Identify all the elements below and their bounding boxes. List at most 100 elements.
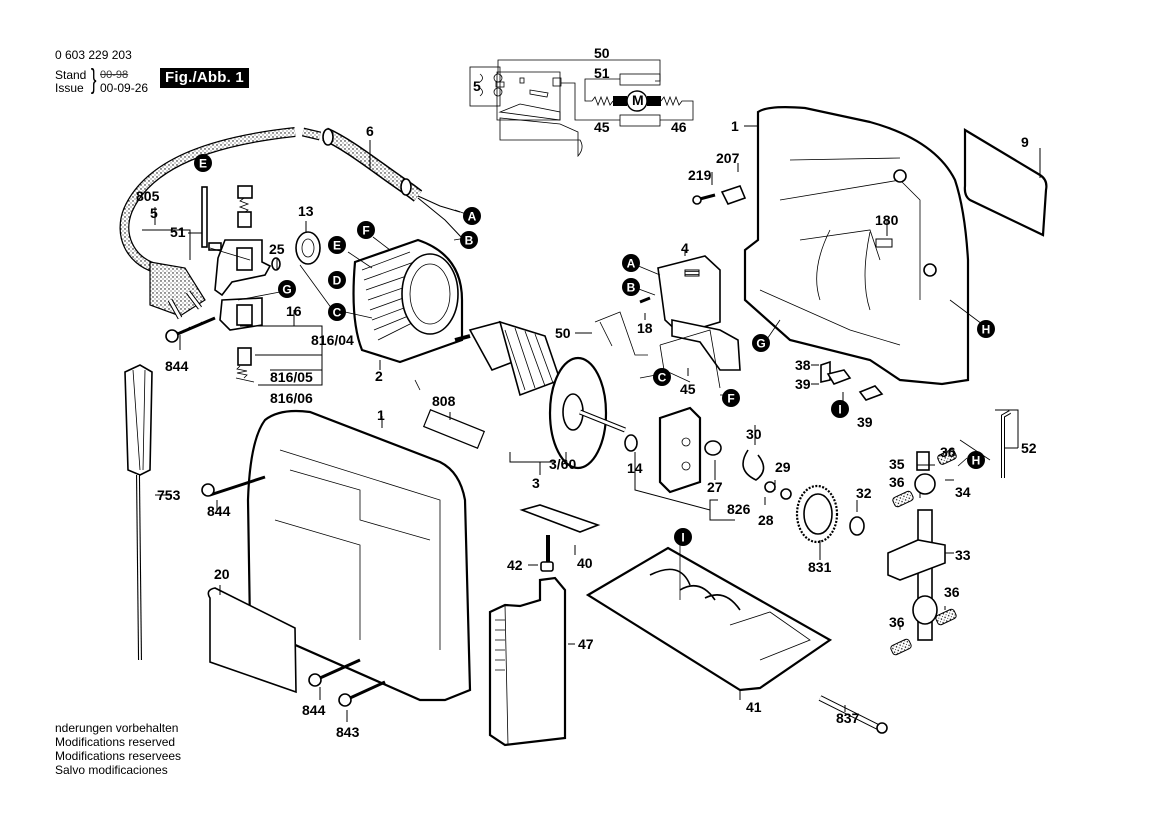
label-part-40: 40 [577,555,593,571]
bubble-B-cord: B [460,231,478,249]
label-part-844-a: 844 [165,358,189,374]
svg-text:I: I [838,403,841,417]
plug-body [149,261,206,317]
bubble-A-cord: A [463,207,481,225]
part-number: 0 603 229 203 [55,48,132,62]
label-part-36-d: 36 [889,614,905,630]
brace-glyph: } [90,63,97,94]
label-part-207: 207 [716,150,740,166]
label-part-16: 16 [286,303,302,319]
label-part-27: 27 [707,479,723,495]
schematic-label-50: 50 [594,45,610,61]
bubble-E-stator: E [328,236,346,254]
bubble-I-housing: I [831,400,849,418]
wire-51-part [201,186,208,248]
svg-text:D: D [333,274,342,288]
bubble-A-switch: A [622,254,640,272]
label-part-816-05: 816/05 [270,369,313,385]
label-part-45: 45 [680,381,696,397]
label-part-180: 180 [875,212,899,228]
bubble-G-housing: G [752,334,770,352]
nameplate-9 [963,128,1048,237]
footer-line-fr: Modifications reservees [55,749,182,763]
issue-date: 00-09-26 [100,81,149,95]
label-part-51: 51 [170,224,186,240]
wire-51 [584,78,620,102]
label-part-4: 4 [681,240,689,256]
bubble-C-switch: C [653,368,671,386]
housing-right-half [692,106,970,401]
svg-text:A: A [627,257,636,271]
bubble-H-housing: H [977,320,995,338]
label-part-39-b: 39 [857,414,873,430]
footer-line-de: nderungen vorbehalten [55,721,179,735]
eccentric-gear-831 [795,484,865,544]
label-part-805: 805 [136,188,160,204]
label-part-219: 219 [688,167,712,183]
svg-text:G: G [756,337,765,351]
label-part-2: 2 [375,368,383,384]
label-part-1-front: 1 [377,407,385,423]
issue-label: Issue [55,81,84,95]
label-part-36-c: 36 [944,584,960,600]
cover-20 [207,587,297,694]
connector-bubbles: E E D C F G A B A B C F G H H I I [194,154,995,546]
svg-text:H: H [982,323,991,337]
label-part-3-60: 3/60 [549,456,576,472]
svg-text:E: E [199,157,207,171]
label-part-36-b: 36 [889,474,905,490]
label-part-34: 34 [955,484,971,500]
label-part-38: 38 [795,357,811,373]
label-part-41: 41 [746,699,762,715]
label-part-816-04: 816/04 [311,332,354,348]
label-part-6: 6 [366,123,374,139]
footer-line-es: Salvo modificaciones [55,763,168,777]
label-part-13: 13 [298,203,314,219]
leader-lines [142,125,1041,722]
switch [594,255,741,389]
guard-47 [488,576,567,747]
label-part-844-c: 844 [302,702,326,718]
footer-line-en: Modifications reserved [55,735,176,749]
svg-text:C: C [333,306,342,320]
label-808 [422,409,486,449]
svg-text:G: G [282,283,291,297]
schematic-label-5: 5 [473,78,481,94]
footer-disclaimer: nderungen vorbehalten Modifications rese… [55,721,181,777]
svg-text:H: H [972,454,981,468]
label-part-831: 831 [808,559,832,575]
label-part-36-a: 36 [940,444,956,460]
screwdriver-753 [124,364,153,661]
label-part-20: 20 [214,566,230,582]
label-part-29: 29 [775,459,791,475]
bubble-E-cord: E [194,154,212,172]
armature [454,320,626,470]
label-part-32: 32 [856,485,872,501]
base-plate-41 [585,546,888,734]
field-coil-left [591,95,614,107]
bubble-F-switch: F [722,389,740,407]
label-part-837: 837 [836,710,860,726]
schematic-brush-lower [619,114,661,127]
label-part-14: 14 [627,460,643,476]
schematic-plug-block [469,66,501,107]
label-part-3: 3 [532,475,540,491]
label-part-50: 50 [555,325,571,341]
label-part-753: 753 [157,487,181,503]
wiring-schematic: 50 51 5 M 45 46 [469,45,694,158]
svg-text:B: B [627,281,636,295]
bubble-I-base: I [674,528,692,546]
wire-50 [497,59,661,82]
svg-text:C: C [658,371,667,385]
schematic-terminal-2 [493,87,503,97]
label-part-808: 808 [432,393,456,409]
label-part-5: 5 [150,205,158,221]
bubble-C-stator: C [328,303,346,321]
svg-text:F: F [727,392,734,406]
bubble-F-stator: F [357,221,375,239]
wire-45 [561,82,620,121]
blade-clamp-40 [519,504,601,572]
label-part-826: 826 [727,501,751,517]
bearing-13 [295,231,321,265]
